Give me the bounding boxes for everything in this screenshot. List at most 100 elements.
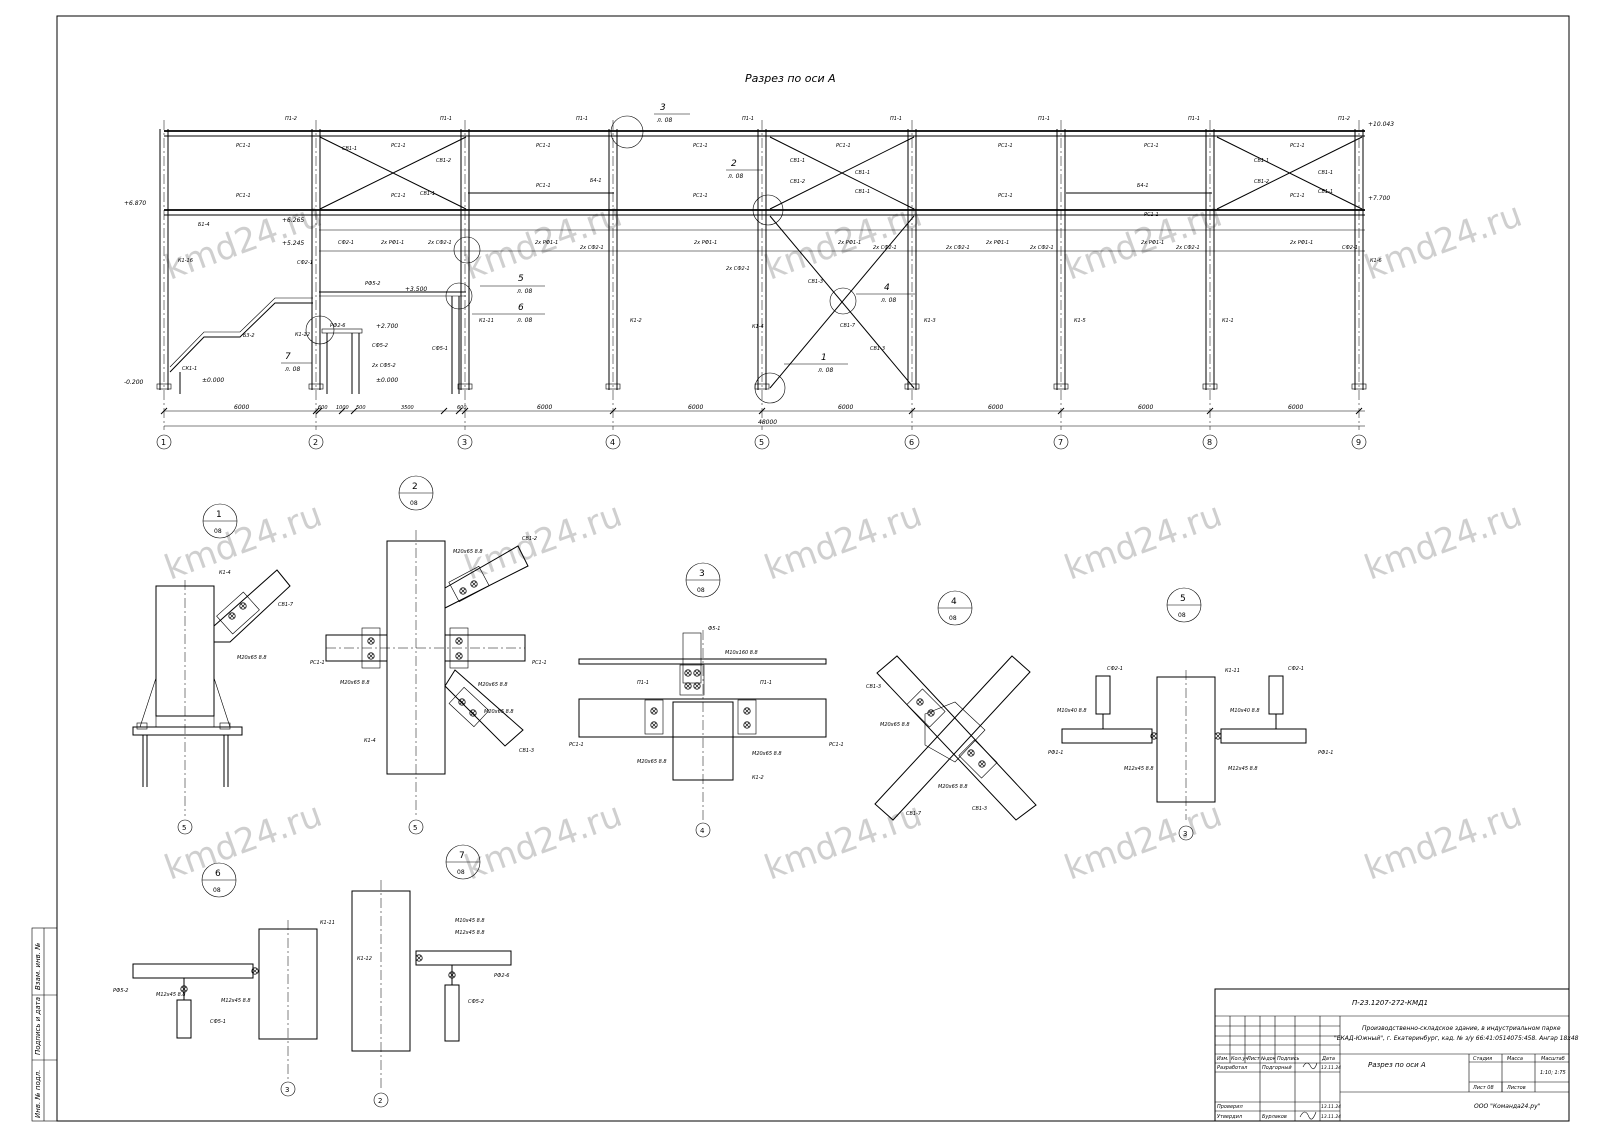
svg-text:+6.265: +6.265 <box>282 217 304 224</box>
svg-text:6000: 6000 <box>688 404 703 411</box>
svg-text:ООО "Команда24.ру": ООО "Команда24.ру" <box>1474 1103 1541 1110</box>
svg-text:Разработал: Разработал <box>1217 1065 1248 1071</box>
svg-text:08: 08 <box>213 887 221 894</box>
svg-text:К1-11: К1-11 <box>479 318 494 324</box>
title-block: П-23.1207-272-КМД1 Производственно-склад… <box>1214 988 1579 1122</box>
svg-text:М20х65 8.8: М20х65 8.8 <box>880 722 910 728</box>
signature-1 <box>1302 1062 1318 1070</box>
svg-text:П1-1: П1-1 <box>1038 116 1050 122</box>
svg-text:2х СФ2-1: 2х СФ2-1 <box>428 240 452 246</box>
svg-text:1000: 1000 <box>336 405 349 411</box>
svg-text:2: 2 <box>731 159 737 169</box>
svg-text:П1-1: П1-1 <box>576 116 588 122</box>
svg-text:СФ5-2: СФ5-2 <box>372 343 388 349</box>
svg-text:РС1-1: РС1-1 <box>532 660 547 666</box>
svg-text:К1-11: К1-11 <box>320 920 335 926</box>
svg-text:5: 5 <box>759 438 764 447</box>
svg-text:л. 08: л. 08 <box>516 288 532 295</box>
column <box>1202 129 1218 390</box>
svg-text:М12х45 8.8: М12х45 8.8 <box>1228 766 1258 772</box>
svg-text:4: 4 <box>951 597 957 607</box>
svg-text:СВ1-1: СВ1-1 <box>790 158 805 164</box>
svg-text:2х СФ2-1: 2х СФ2-1 <box>580 245 604 251</box>
column <box>904 129 920 390</box>
svg-text:РС1-1: РС1-1 <box>569 742 584 748</box>
svg-text:kmd24.ru: kmd24.ru <box>1059 495 1227 589</box>
svg-text:+10.043: +10.043 <box>1368 121 1394 128</box>
svg-text:РФ1-1: РФ1-1 <box>1318 750 1334 756</box>
svg-text:5: 5 <box>518 274 524 284</box>
column <box>457 129 473 390</box>
callouts: 3 л. 08 2 л. 08 5 л. 08 6 л. 08 4 л. 08 … <box>281 103 915 374</box>
svg-text:600: 600 <box>318 405 328 411</box>
svg-text:М20х65 8.8: М20х65 8.8 <box>453 549 483 555</box>
column <box>308 129 324 390</box>
detail-6: 6 08 3 К1-11 РФ5-2 М12х45 8.8 М12х45 8.8… <box>113 862 335 1097</box>
svg-text:6: 6 <box>215 869 221 879</box>
svg-text:3: 3 <box>660 103 666 113</box>
svg-text:М20х65 8.8: М20х65 8.8 <box>752 751 782 757</box>
svg-text:М10х45 8.8: М10х45 8.8 <box>455 918 485 924</box>
svg-text:Масштаб: Масштаб <box>1541 1056 1565 1062</box>
svg-text:08: 08 <box>949 615 957 622</box>
svg-text:л. 08: л. 08 <box>727 173 743 180</box>
svg-text:К1-16: К1-16 <box>178 258 193 264</box>
svg-text:РС1-1: РС1-1 <box>1144 143 1159 149</box>
svg-text:К1-4: К1-4 <box>219 570 231 576</box>
svg-text:kmd24.ru: kmd24.ru <box>159 495 327 589</box>
svg-text:6000: 6000 <box>234 404 249 411</box>
stamp-orig: Инв. № подл. <box>34 1070 42 1118</box>
svg-text:5: 5 <box>1180 594 1186 604</box>
svg-text:СВ1-3: СВ1-3 <box>808 279 823 285</box>
svg-text:СФ2-1: СФ2-1 <box>338 240 354 246</box>
svg-text:+5.245: +5.245 <box>282 240 304 247</box>
svg-text:2х РФ1-1: 2х РФ1-1 <box>535 240 558 246</box>
svg-text:2х РФ1-1: 2х РФ1-1 <box>694 240 717 246</box>
dimension-texts: 6000 6000 6000 6000 6000 6000 6000 600 1… <box>234 404 1303 426</box>
svg-text:СФ5-1: СФ5-1 <box>432 346 448 352</box>
svg-text:Масса: Масса <box>1507 1056 1523 1062</box>
svg-text:К1-1: К1-1 <box>1222 318 1234 324</box>
detail-3: 3 08 4 Ф5-1 М10х160 8.8 П1-1 П1-1 РС1-1 … <box>569 562 844 838</box>
svg-text:П1-2: П1-2 <box>1338 116 1350 122</box>
svg-text:6000: 6000 <box>838 404 853 411</box>
svg-text:2х СФ2-1: 2х СФ2-1 <box>726 266 750 272</box>
svg-text:К1-3: К1-3 <box>924 318 936 324</box>
svg-text:Утвердил: Утвердил <box>1217 1114 1243 1120</box>
svg-text:СФ5-2: СФ5-2 <box>468 999 484 1005</box>
svg-text:kmd24.ru: kmd24.ru <box>159 795 327 889</box>
svg-text:Лист: Лист <box>1246 1056 1261 1062</box>
svg-text:РС1-1: РС1-1 <box>693 143 708 149</box>
axis-bubble-5: 5 <box>754 434 770 450</box>
sheet-frame <box>56 15 1570 1122</box>
svg-text:48000: 48000 <box>758 419 777 426</box>
svg-text:СВ1-3: СВ1-3 <box>866 684 881 690</box>
svg-text:6000: 6000 <box>1138 404 1153 411</box>
signature-2 <box>1299 1111 1317 1120</box>
svg-text:+2.700: +2.700 <box>376 323 398 330</box>
svg-text:2х СФ2-1: 2х СФ2-1 <box>1030 245 1054 251</box>
svg-text:СВ1-1: СВ1-1 <box>855 189 870 195</box>
svg-text:3: 3 <box>699 569 705 579</box>
svg-text:СВ1-1: СВ1-1 <box>1318 189 1333 195</box>
svg-text:+6.870: +6.870 <box>124 200 146 207</box>
svg-text:+3.500: +3.500 <box>405 286 427 293</box>
svg-text:М20х65 8.8: М20х65 8.8 <box>938 784 968 790</box>
svg-text:К1-4: К1-4 <box>752 324 764 330</box>
svg-text:Проверил: Проверил <box>1217 1104 1243 1110</box>
axis-bubble-2: 2 <box>308 434 324 450</box>
svg-text:СВ1-1: СВ1-1 <box>342 146 357 152</box>
svg-text:08: 08 <box>697 587 705 594</box>
svg-text:РФ5-2: РФ5-2 <box>113 988 129 994</box>
elevation-view <box>156 115 1367 430</box>
svg-text:РФ2-6: РФ2-6 <box>330 323 346 329</box>
svg-text:РС1-1: РС1-1 <box>1290 143 1305 149</box>
svg-text:М12х45 8.8: М12х45 8.8 <box>156 992 186 998</box>
detail-1: 1 08 5 К1-4 СВ1-7 М20х65 8.8 <box>132 503 294 835</box>
elevation-marks: +10.043 +7.700 +6.870 +6.265 +5.245 +3.5… <box>124 121 1394 386</box>
svg-text:П1-1: П1-1 <box>890 116 902 122</box>
svg-text:л. 08: л. 08 <box>516 317 532 324</box>
svg-text:2х СФ2-1: 2х СФ2-1 <box>873 245 897 251</box>
svg-text:П-23.1207-272-КМД1: П-23.1207-272-КМД1 <box>1352 999 1428 1007</box>
svg-text:К1-12: К1-12 <box>357 956 372 962</box>
